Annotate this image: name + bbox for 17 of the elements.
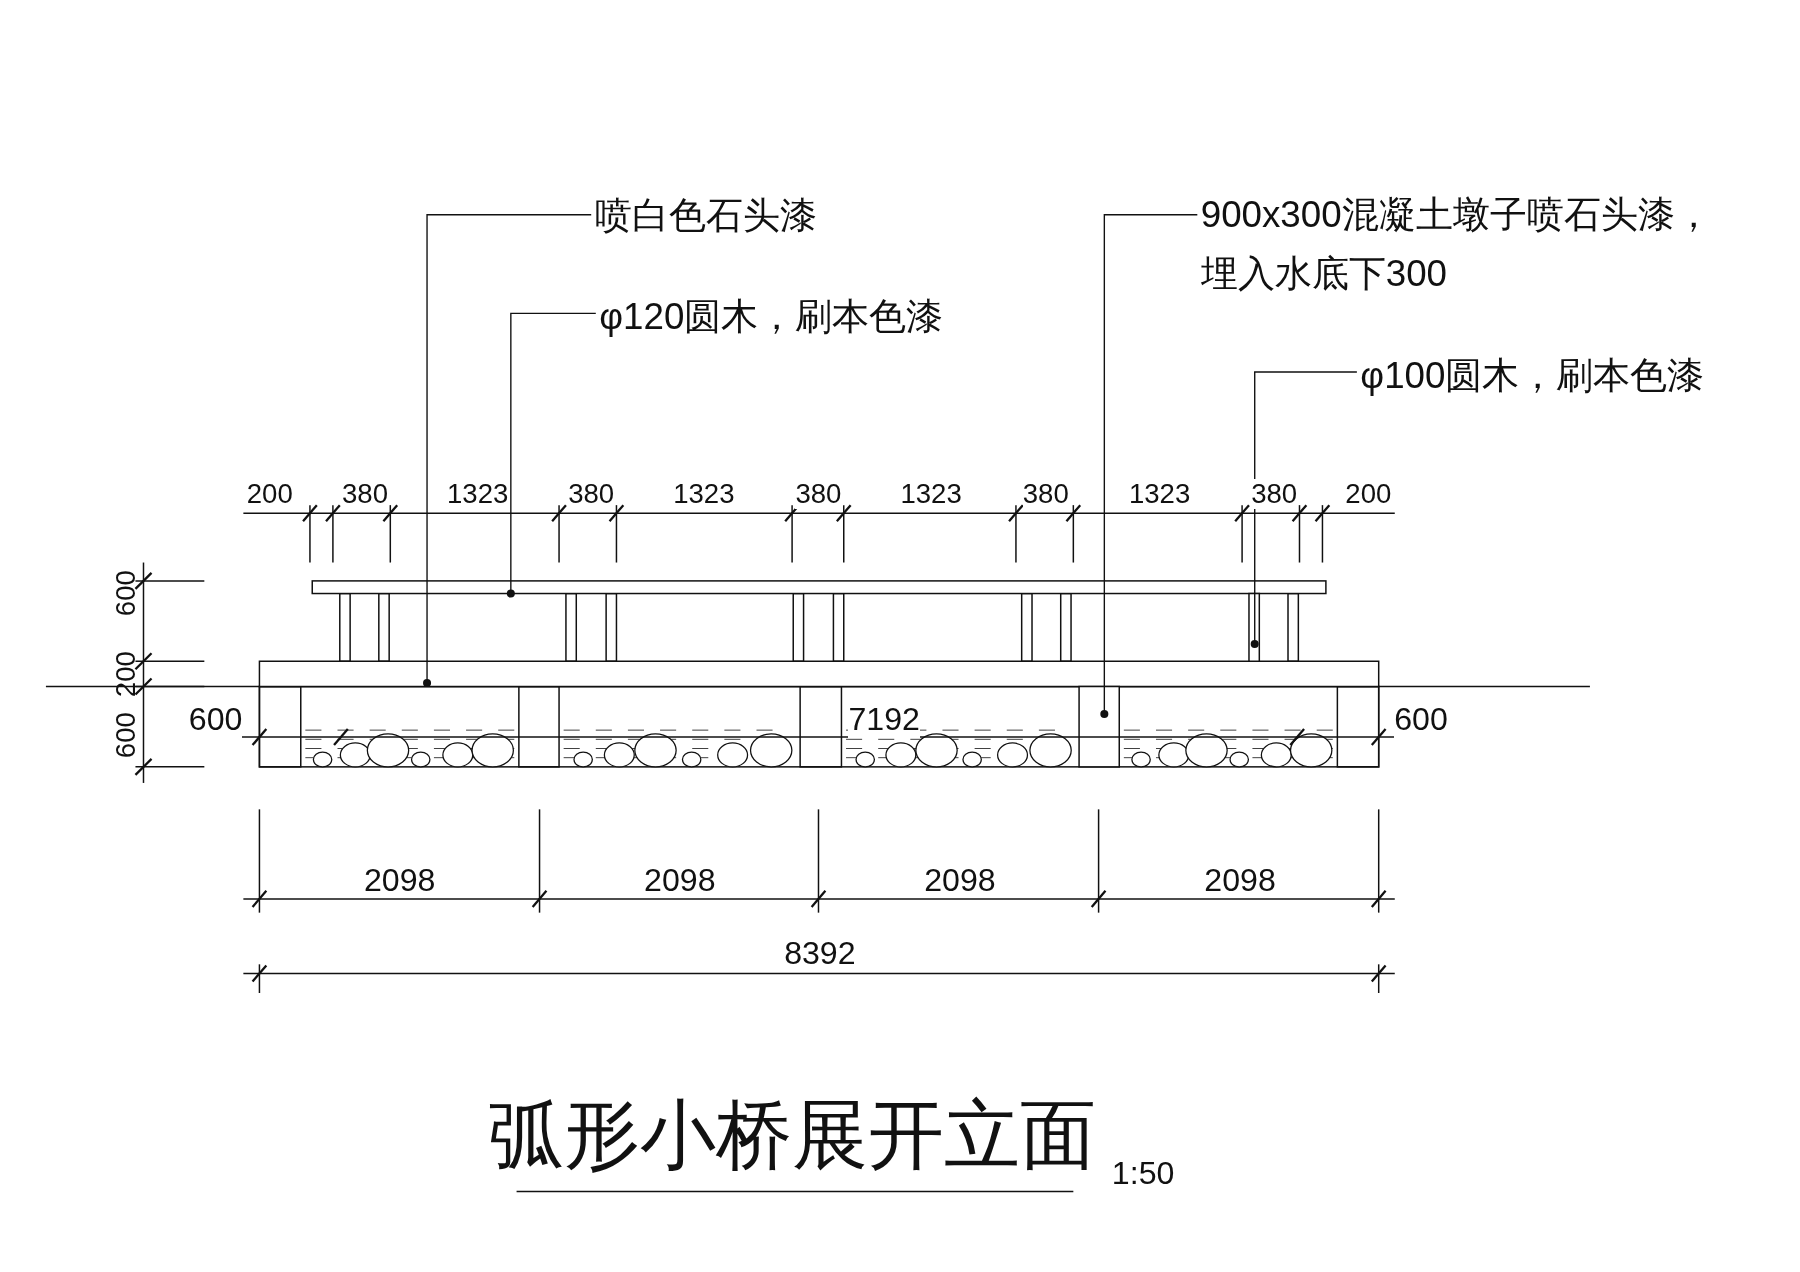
callout-text: φ100圆木，刷本色漆 (1360, 344, 1705, 409)
dimension-text: 600 (111, 711, 142, 758)
dimension-text: 200 (111, 651, 142, 697)
leader-line (1250, 371, 1358, 649)
leader-line (506, 312, 597, 598)
leader-line (423, 214, 592, 688)
leader-line (1100, 214, 1198, 719)
dimension-text: 380 (1251, 478, 1298, 509)
callout-text: 900x300混凝土墩子喷石头漆，埋入水底下300 (1200, 185, 1727, 304)
drawing-title: 弧形小桥展开立面 (488, 1092, 1097, 1176)
wooden-post (1248, 592, 1261, 662)
top-rail (311, 580, 1327, 595)
callout-text: φ120圆木，刷本色漆 (599, 284, 944, 349)
deck-beam (258, 660, 1380, 688)
dimension-text: 600 (111, 570, 142, 617)
callout-text: 喷白色石头漆 (594, 183, 817, 248)
concrete-pier (1078, 685, 1120, 768)
